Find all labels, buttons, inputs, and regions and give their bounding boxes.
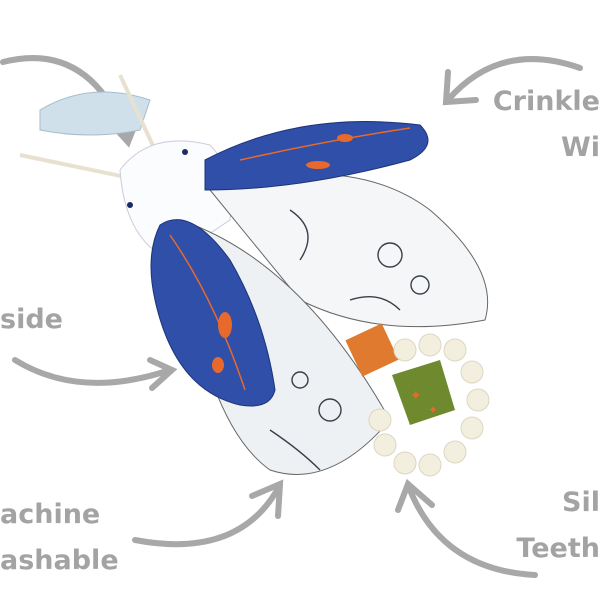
arrow-inside	[12, 357, 178, 391]
label-silicone: Sil	[562, 487, 600, 518]
svg-text:✦: ✦	[428, 403, 438, 417]
label-machine: achine	[0, 499, 101, 530]
wing-left-blue	[150, 219, 276, 407]
plaid-tab	[345, 323, 399, 377]
label-crinkle: Crinkle	[492, 86, 600, 117]
label-inside: side	[0, 304, 63, 335]
label-wings: Wi	[560, 132, 600, 163]
arrow-top-right	[442, 56, 583, 106]
label-washable: ashable	[0, 545, 119, 576]
wing-top-blue	[204, 121, 429, 191]
arrow-machine	[132, 479, 284, 548]
beetle-toy: ✦✦	[19, 74, 490, 477]
arrow-teether	[395, 478, 538, 578]
floral-pattern	[269, 209, 430, 471]
label-teether: Teeth	[516, 533, 600, 564]
ribbon-loop-icon	[39, 91, 151, 136]
svg-text:✦: ✦	[410, 388, 422, 404]
olive-block	[392, 360, 455, 425]
silicone-teether-ring	[368, 333, 490, 477]
